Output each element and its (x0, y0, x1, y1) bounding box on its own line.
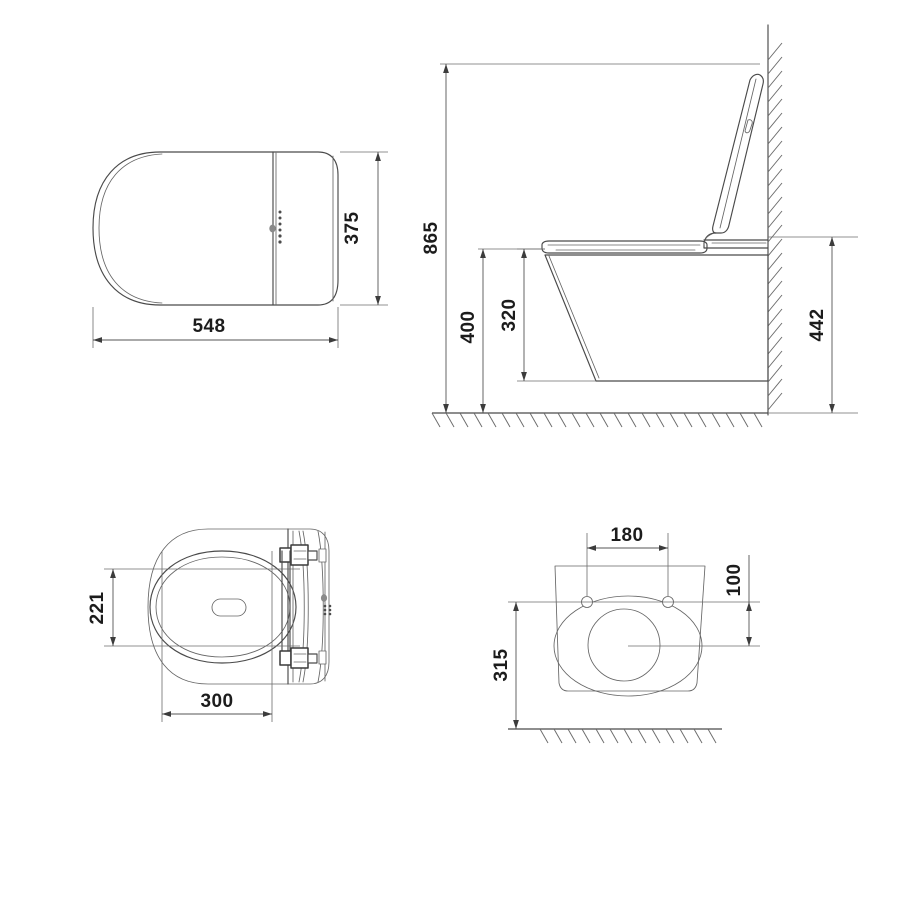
control-panel-indicator-plan (320, 594, 332, 616)
rear-body-outline (554, 565, 706, 692)
view-side-elevation: 865 400 320 442 (421, 24, 858, 428)
housing-curve-3 (317, 530, 324, 683)
dimension-221: 221 (87, 568, 300, 647)
floor-assembly-rear (508, 728, 722, 744)
dim-label-180: 180 (611, 525, 644, 546)
toilet-seat (541, 240, 708, 254)
seat-hinge (703, 232, 769, 249)
hinge-bracket-top (279, 544, 327, 566)
arrow-442-top (829, 237, 835, 246)
arrow-221-top (110, 569, 116, 578)
arrow-180-right (659, 545, 668, 551)
arrow-548-right (329, 337, 338, 343)
control-panel-indicator (269, 210, 282, 244)
dimension-315: 315 (491, 601, 587, 729)
wall-hatching (767, 42, 783, 411)
hinge-block-bl (279, 650, 292, 666)
arrow-400-top (480, 249, 486, 258)
nozzle-slot (211, 598, 247, 617)
lid-hinge-notch (744, 119, 753, 134)
dimension-300: 300 (161, 551, 273, 722)
floor-hatching (431, 412, 763, 428)
dim-label-442: 442 (807, 309, 828, 342)
dimension-865: 865 (421, 63, 760, 413)
arrow-100-bottom (746, 637, 752, 646)
arrow-180-left (587, 545, 596, 551)
hinge-arm-inner (703, 233, 713, 246)
dimension-442: 442 (768, 236, 858, 414)
seat-profile (541, 240, 708, 254)
floor-assembly (431, 412, 768, 428)
arrow-865-top (443, 64, 449, 73)
dimension-180: 180 (586, 525, 669, 596)
dimension-375: 375 (340, 151, 388, 306)
dim-label-221: 221 (87, 592, 108, 625)
view-top-plan-seat: 221 300 (87, 528, 332, 722)
arrow-548-left (93, 337, 102, 343)
dim-label-300: 300 (201, 691, 234, 712)
hinge-block-tm (290, 544, 309, 566)
dim-label-315: 315 (491, 649, 512, 682)
arrow-320-top (521, 249, 527, 258)
hinge-rails (281, 550, 291, 663)
hinge-tab-t (318, 548, 327, 563)
bowl-body (544, 254, 769, 382)
arrow-442-bottom (829, 404, 835, 413)
hinge-pin-b (307, 653, 318, 664)
lid-inner-edge (98, 153, 163, 304)
lid-outline (92, 151, 339, 306)
arrow-300-left (162, 711, 171, 717)
arrow-221-bottom (110, 637, 116, 646)
bowl-front-inner (548, 255, 600, 379)
lid-inner-line (719, 78, 757, 229)
raised-lid (712, 73, 764, 234)
dim-label-320: 320 (499, 299, 520, 332)
arrow-375-top (375, 152, 381, 161)
hinge-pin-t (307, 550, 318, 561)
arrow-375-bottom (375, 296, 381, 305)
floor-hatching-rear (539, 728, 717, 744)
arrow-315-top (513, 602, 519, 611)
dim-label-865: 865 (421, 222, 442, 255)
arrow-865-bottom (443, 404, 449, 413)
hinge-tab-b (318, 650, 327, 665)
body-outline (147, 528, 330, 685)
dimension-548: 548 (92, 307, 339, 348)
wall-assembly (767, 24, 783, 416)
dim-label-375: 375 (342, 212, 363, 245)
dimension-100: 100 (587, 555, 760, 647)
arrow-300-right (263, 711, 272, 717)
dim-label-400: 400 (458, 311, 479, 344)
bowl-inner-circle (587, 608, 661, 682)
hinge-block-bm (290, 647, 309, 669)
view-rear-elevation: 180 100 315 (491, 525, 760, 744)
dim-label-548: 548 (193, 316, 226, 337)
hinge-bracket-bottom (279, 647, 327, 669)
view-top-plan-lid-closed: 375 548 (92, 151, 388, 348)
arrow-320-bottom (521, 372, 527, 381)
lid-profile (712, 73, 764, 234)
arrow-400-bottom (480, 404, 486, 413)
arrow-315-bottom (513, 720, 519, 729)
bowl-outline (544, 254, 769, 382)
arrow-100-top (746, 602, 752, 611)
dim-label-100: 100 (724, 564, 745, 597)
dimension-320: 320 (499, 248, 596, 382)
